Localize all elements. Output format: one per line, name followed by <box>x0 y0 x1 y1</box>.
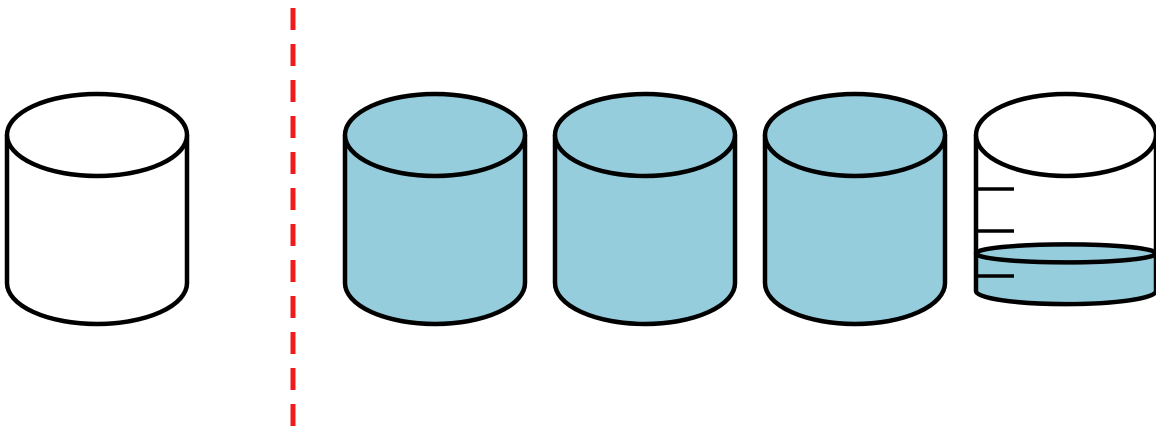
water-surface <box>976 244 1156 262</box>
cylinder-top <box>765 94 945 176</box>
full-container-1 <box>345 94 525 324</box>
cylinder-top <box>7 94 187 176</box>
full-container-3 <box>765 94 945 324</box>
cylinder-top <box>555 94 735 176</box>
partial-container <box>976 94 1156 324</box>
empty-container <box>7 94 187 324</box>
containers-group <box>7 94 1156 324</box>
full-container-2 <box>555 94 735 324</box>
cylinder-top <box>345 94 525 176</box>
cylinder-top <box>976 94 1156 176</box>
